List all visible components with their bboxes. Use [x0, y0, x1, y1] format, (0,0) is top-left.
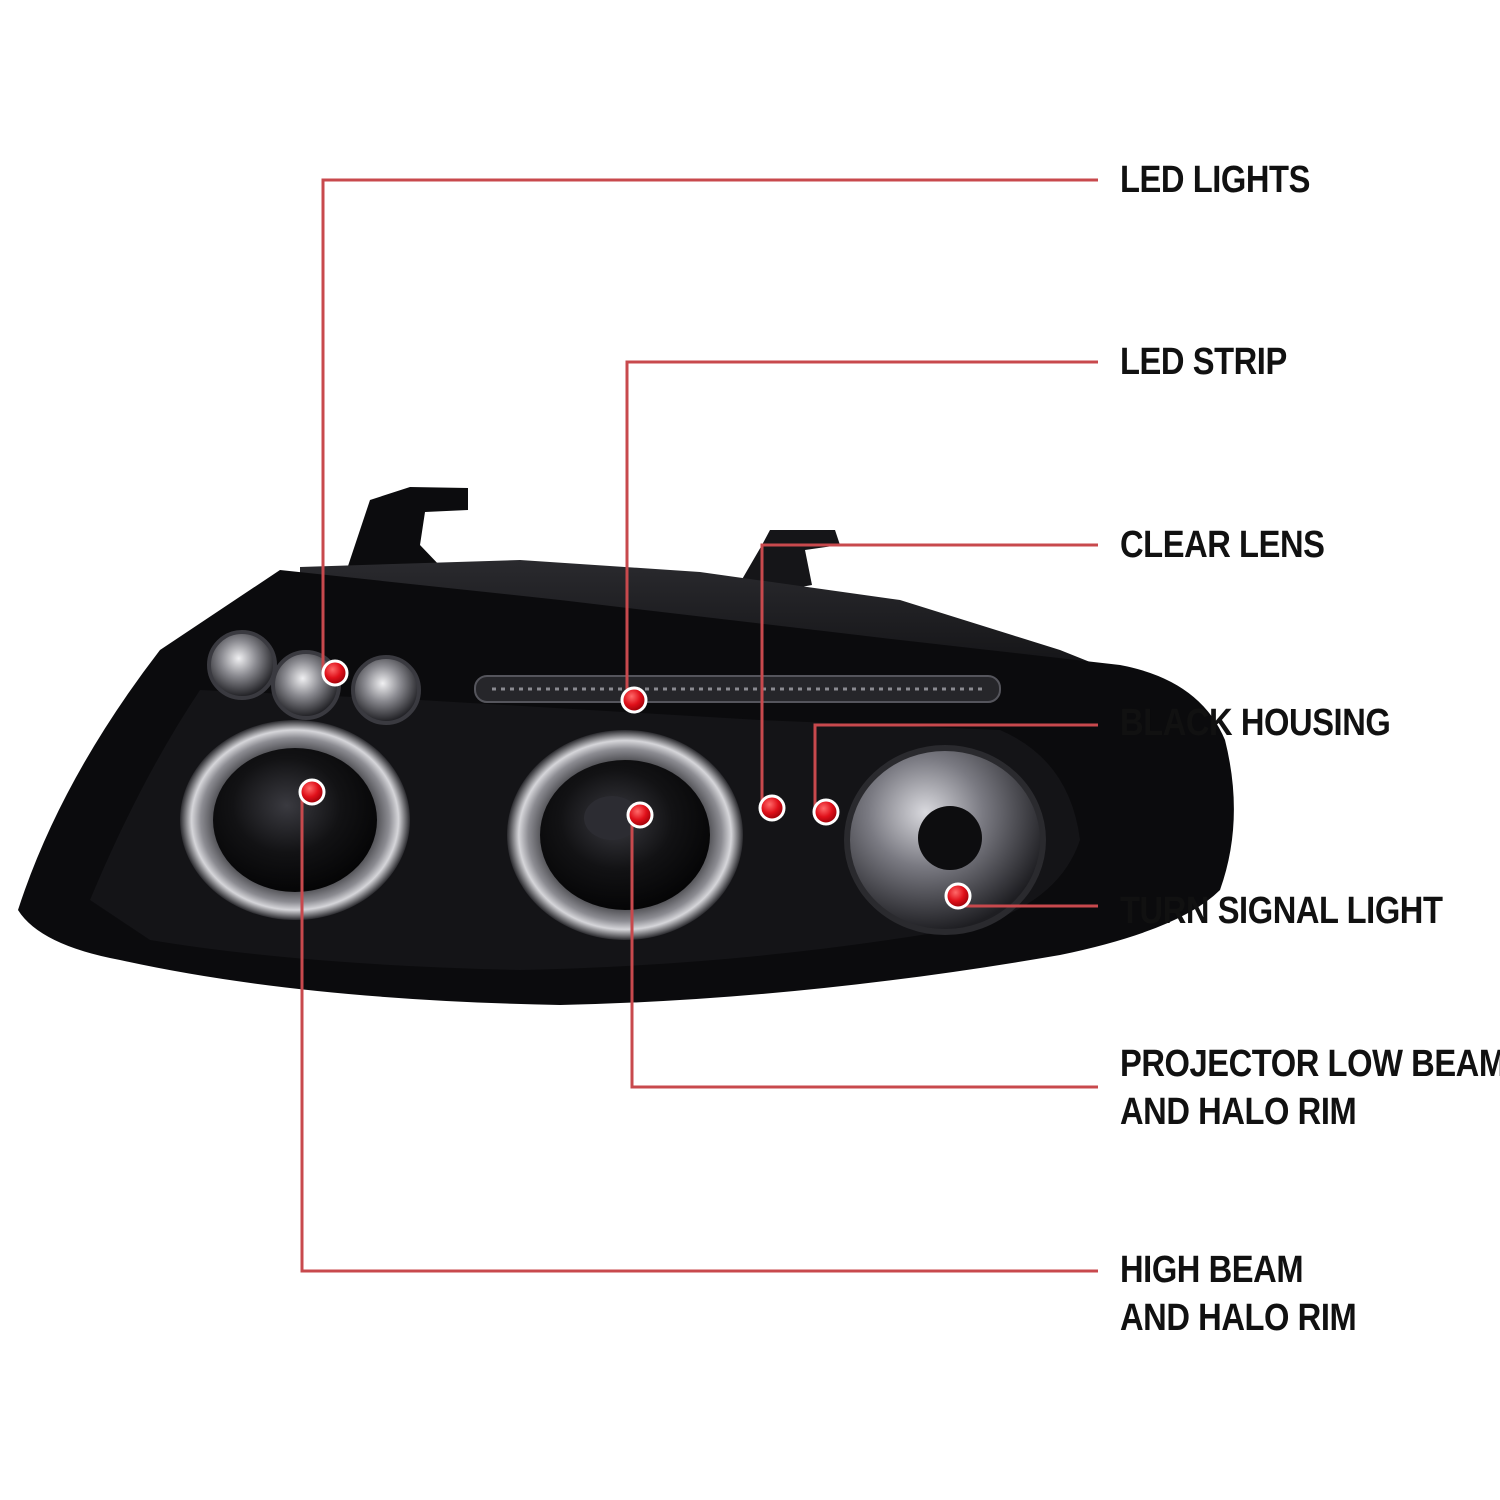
- marker-black-housing: [812, 798, 840, 826]
- label-high-beam-line2: AND HALO RIM: [1120, 1297, 1357, 1339]
- label-led-strip: LED STRIP: [1120, 338, 1287, 386]
- callout-line-led-strip: [625, 360, 1098, 700]
- callout-markers: [298, 659, 972, 910]
- label-black-housing-text: BLACK HOUSING: [1120, 702, 1391, 744]
- high-beam-lens: [213, 748, 377, 892]
- label-clear-lens: CLEAR LENS: [1120, 521, 1325, 569]
- callout-line-black-housing: [813, 723, 1098, 812]
- marker-high-beam: [298, 778, 326, 806]
- mounting-bracket-left: [345, 487, 468, 575]
- callout-line-projector-low-beam: [630, 815, 1098, 1089]
- marker-projector-low-beam: [626, 801, 654, 829]
- label-clear-lens-text: CLEAR LENS: [1120, 524, 1325, 566]
- led-light-3: [351, 655, 421, 725]
- label-high-beam: HIGH BEAM AND HALO RIM: [1120, 1246, 1357, 1342]
- callout-line-high-beam: [300, 792, 1098, 1273]
- label-projector-low-beam: PROJECTOR LOW BEAM AND HALO RIM: [1120, 1040, 1500, 1136]
- marker-led-lights: [321, 659, 349, 687]
- marker-led-strip: [620, 686, 648, 714]
- label-black-housing: BLACK HOUSING: [1120, 699, 1391, 747]
- label-turn-signal-light: TURN SIGNAL LIGHT: [1120, 887, 1443, 935]
- marker-turn-signal: [944, 882, 972, 910]
- marker-clear-lens: [758, 794, 786, 822]
- label-led-lights-text: LED LIGHTS: [1120, 159, 1310, 201]
- label-projector-low-beam-line2: AND HALO RIM: [1120, 1091, 1357, 1133]
- headlight-illustration: [18, 487, 1234, 1005]
- callout-lines: [300, 178, 1098, 1273]
- label-high-beam-line1: HIGH BEAM: [1120, 1249, 1304, 1291]
- label-led-strip-text: LED STRIP: [1120, 341, 1287, 383]
- label-led-lights: LED LIGHTS: [1120, 156, 1310, 204]
- callout-line-clear-lens: [760, 543, 1098, 808]
- label-projector-low-beam-line1: PROJECTOR LOW BEAM: [1120, 1043, 1500, 1085]
- led-light-1: [207, 630, 277, 700]
- callout-line-led-lights: [321, 178, 1098, 673]
- label-turn-signal-light-text: TURN SIGNAL LIGHT: [1120, 890, 1443, 932]
